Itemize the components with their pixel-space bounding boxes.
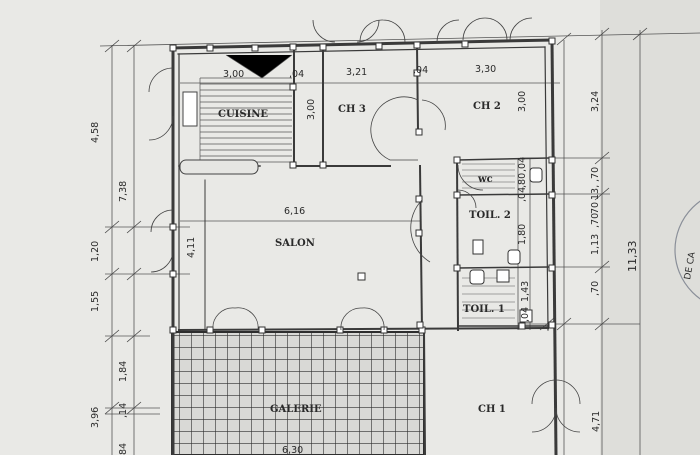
room-label-wc: wc [477,174,493,185]
dim-left-14: ,14 [118,403,129,418]
svg-text:DE CA: DE CA [683,250,698,280]
room-label-ch2: CH 2 [473,101,501,112]
dim-right-324: 3,24 [590,91,601,112]
room-label-galerie: GALERIE [270,404,322,415]
room-label-salon: SALON [275,238,315,249]
dim-left-396: 3,96 [90,407,101,428]
dim-toil1-w: ,04 [520,307,531,322]
dim-r-70d: ,70 [590,281,601,296]
dim-left-155: 1,55 [90,291,101,312]
dim-salon-width: 6,16 [284,206,305,217]
dim-wall-a: ,04 [289,69,304,80]
dim-r-70b: 70 [590,202,601,214]
walls [170,38,558,455]
dim-left-84: 84 [118,443,129,455]
toilet-hatching [462,163,515,319]
dimension-lines [99,27,700,455]
dim-toil1-height: 1,43 [520,281,531,302]
dim-ch3-width: 3,21 [346,67,367,78]
dim-total-height: 11,33 [626,241,639,273]
room-label-toil1: TOIL. 1 [463,304,505,315]
dim-r-70c: ,70 [590,213,601,228]
dim-ch1-height: 4,71 [591,411,602,432]
dim-ch3-height: 3,00 [306,99,317,120]
room-label-cuisine: CUISINE [218,109,268,120]
kitchen-bench [179,159,259,175]
dim-r-113: 1,13 [590,234,601,255]
dim-ch2-height: 3,00 [517,91,528,112]
room-label-ch3: CH 3 [338,104,366,115]
kitchen-sink [182,91,198,127]
dim-left-184: 1,84 [118,361,129,382]
dim-cuisine-width: 3,00 [223,69,244,80]
dim-ch2-width: 3,30 [475,64,496,75]
galerie-floor [171,331,425,455]
stamp: DE CA [674,200,700,300]
dim-salon-height: 4,11 [186,237,197,258]
dim-left-458: 4,58 [90,122,101,143]
dim-toil2-height: 1,80 [517,224,528,245]
bathroom-fixtures [469,167,543,323]
dim-galerie-width: 6,30 [282,445,303,455]
room-label-toil2: TOIL. 2 [469,210,511,221]
dim-r-70a: ,70 [590,167,601,182]
dim-wc-v1: ,04 [517,157,528,172]
dim-wc-v3: ,04 [517,187,528,202]
dim-left-120: 1,20 [90,241,101,262]
dim-wc-v2: ,80 [517,173,528,188]
dim-left-738: 7,38 [118,181,129,202]
room-label-ch1: CH 1 [478,404,506,415]
doors [148,17,581,433]
dim-wall-b: ,04 [413,65,428,76]
dim-r-13: 13, [590,185,601,200]
kitchen-counter [199,54,293,165]
